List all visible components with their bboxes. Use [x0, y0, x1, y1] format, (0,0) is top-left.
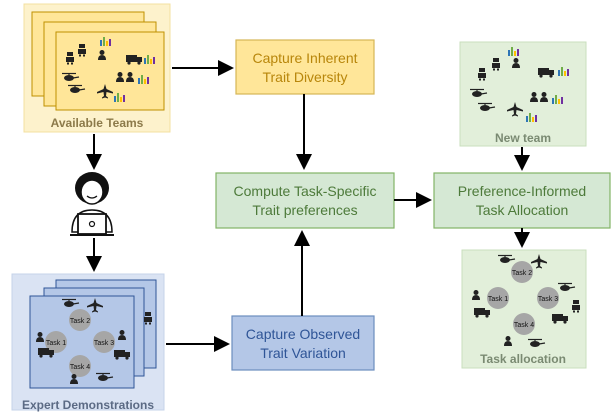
capture-observed-line2: Trait Variation — [260, 345, 346, 361]
capture-inherent-line1: Capture Inherent — [252, 50, 357, 66]
person-with-laptop-icon — [70, 172, 114, 236]
task-node — [45, 331, 67, 353]
compute-task-specific-line2: Trait preferences — [252, 202, 357, 218]
task-node — [513, 313, 535, 335]
compute-task-specific-line1: Compute Task-Specific — [234, 183, 377, 199]
task-label: Task 3 — [538, 296, 558, 303]
expert-demonstrations-panel: Task 2 Task 1 Task 3 Task 4 Expert Demon… — [11, 273, 165, 412]
task-label: Task 1 — [488, 296, 508, 303]
task-node — [537, 287, 559, 309]
capture-observed-box: Capture Observed Trait Variation — [231, 315, 375, 371]
task-node — [487, 287, 509, 309]
capture-inherent-line2: Trait Diversity — [262, 69, 347, 85]
task-label: Task 1 — [46, 340, 66, 347]
preference-informed-box: Preference-Informed Task Allocation — [433, 172, 611, 229]
new-team-panel: New team — [459, 41, 587, 147]
expert-demonstrations-caption: Expert Demonstrations — [22, 398, 154, 412]
task-label: Task 4 — [514, 322, 534, 329]
task-label: Task 2 — [512, 270, 532, 277]
preference-informed-line1: Preference-Informed — [458, 183, 586, 199]
task-label: Task 3 — [94, 340, 114, 347]
capture-inherent-box: Capture Inherent Trait Diversity — [235, 39, 375, 95]
task-node — [93, 331, 115, 353]
task-node — [69, 309, 91, 331]
preference-informed-line2: Task Allocation — [476, 202, 569, 218]
new-team-caption: New team — [495, 131, 551, 145]
available-teams-panel: Available Teams — [23, 3, 171, 133]
task-node — [69, 355, 91, 377]
compute-task-specific-box: Compute Task-Specific Trait preferences — [215, 172, 395, 229]
task-node — [511, 261, 533, 283]
capture-observed-line1: Capture Observed — [246, 326, 360, 342]
task-label: Task 4 — [70, 364, 90, 371]
task-allocation-panel: Task 2 Task 1 Task 3 Task 4 Task allocat… — [461, 249, 587, 369]
available-teams-caption: Available Teams — [51, 116, 144, 130]
task-allocation-caption: Task allocation — [480, 352, 566, 366]
task-label: Task 2 — [70, 318, 90, 325]
